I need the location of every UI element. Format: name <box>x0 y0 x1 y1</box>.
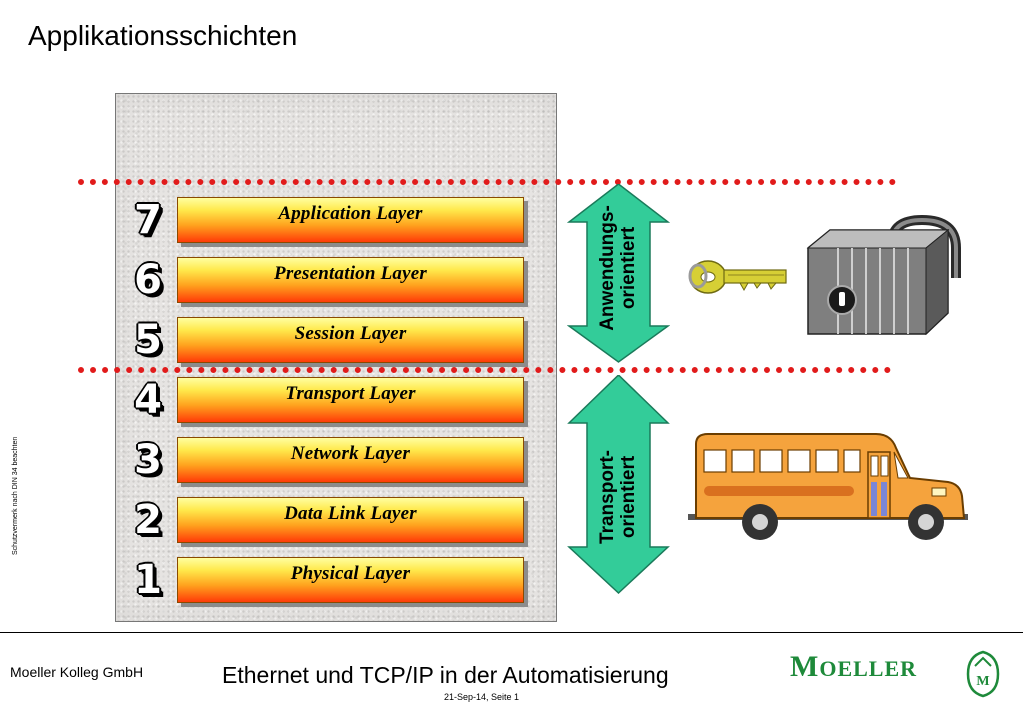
layer-label: Network Layer <box>290 443 411 464</box>
layer-application: Application Layer <box>177 197 524 243</box>
layer-number-4: 4 <box>134 377 162 423</box>
layer-number-6: 6 <box>134 257 162 303</box>
layer-number-3: 3 <box>134 437 162 483</box>
layer-number-2: 2 <box>134 497 162 543</box>
layer-data-link: Data Link Layer <box>177 497 524 543</box>
application-oriented-line1: Anwendungs- <box>597 205 618 331</box>
layer-label: Presentation Layer <box>274 263 427 284</box>
separator-middle <box>78 367 891 373</box>
layer-label: Transport Layer <box>285 383 416 404</box>
layer-physical: Physical Layer <box>177 557 524 603</box>
logo-initial: M <box>790 650 820 683</box>
layer-label: Session Layer <box>294 323 407 344</box>
layer-presentation: Presentation Layer <box>177 257 524 303</box>
layer-label: Application Layer <box>278 203 423 224</box>
layer-session: Session Layer <box>177 317 524 363</box>
layer-number-5: 5 <box>134 317 162 363</box>
logo-rest: OELLER <box>819 656 918 681</box>
application-oriented-line2: orientiert <box>618 226 639 310</box>
separator-top <box>78 179 896 185</box>
layer-label: Data Link Layer <box>284 503 417 524</box>
footer-divider <box>0 632 1023 633</box>
transport-oriented-line1: Transport- <box>597 450 618 544</box>
emblem-letter: M <box>976 674 989 689</box>
layer-transport: Transport Layer <box>177 377 524 423</box>
key-icon <box>688 260 787 294</box>
page-title: Applikationsschichten <box>28 20 298 51</box>
layer-label: Physical Layer <box>290 563 411 584</box>
transport-oriented-line2: orientiert <box>618 455 639 539</box>
layer-number-7: 7 <box>134 197 162 243</box>
footer-date-page: 21-Sep-14, Seite 1 <box>444 692 520 702</box>
bus-icon <box>688 433 968 540</box>
layer-network: Network Layer <box>177 437 524 483</box>
transport-oriented-arrow <box>567 375 670 595</box>
layer-number-1: 1 <box>134 557 162 603</box>
application-oriented-arrow <box>567 184 670 363</box>
footer-title: Ethernet und TCP/IP in der Automatisieru… <box>222 662 669 688</box>
moeller-logo-text: MOELLER <box>790 650 917 684</box>
moeller-emblem-icon: M <box>966 650 1000 698</box>
company-name: Moeller Kolleg GmbH <box>10 664 144 680</box>
protection-note: Schutzvermerk nach DIN 34 beachten <box>12 436 19 555</box>
padlock-icon <box>806 214 961 336</box>
